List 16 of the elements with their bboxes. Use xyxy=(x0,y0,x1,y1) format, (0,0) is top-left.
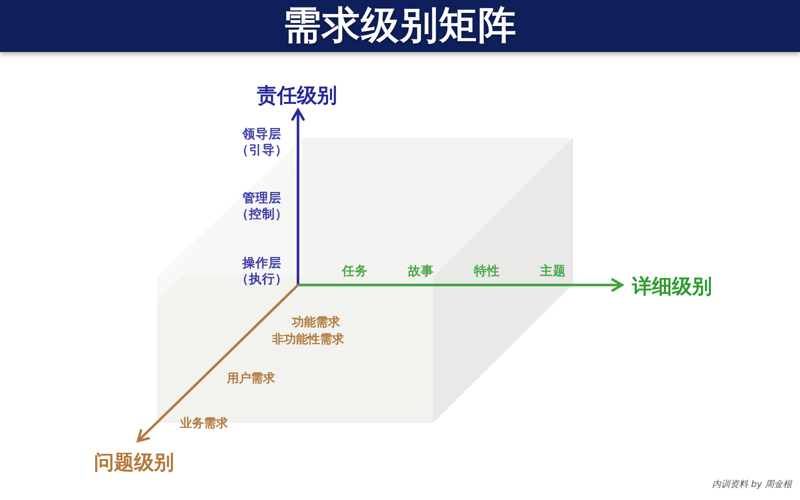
axis-title: 详细级别 xyxy=(632,273,712,299)
axis-tick-label: 主题 xyxy=(540,262,566,280)
axis-tick-label: 用户需求 xyxy=(227,371,275,387)
diagram-title: 需求级别矩阵 xyxy=(283,5,517,47)
axis-tick-label: 非功能性需求 xyxy=(272,332,344,348)
axis-tick-label: 特性 xyxy=(474,262,500,280)
axis-title: 责任级别 xyxy=(257,82,337,108)
axis-tick-label: 功能需求 xyxy=(292,315,340,331)
axis-title: 问题级别 xyxy=(94,449,174,475)
author-credit: 内训资料 by 周金根 xyxy=(712,480,792,492)
axis-tick-label: 任务 xyxy=(342,262,368,280)
axis-tick-label: 管理层（控制） xyxy=(235,190,289,222)
axis-tick-label: 业务需求 xyxy=(180,416,228,432)
axis-tick-label: 故事 xyxy=(408,262,434,280)
axis-tick-label: 操作层（执行） xyxy=(235,254,289,288)
axis-tick-label: 领导层（引导） xyxy=(235,126,289,158)
